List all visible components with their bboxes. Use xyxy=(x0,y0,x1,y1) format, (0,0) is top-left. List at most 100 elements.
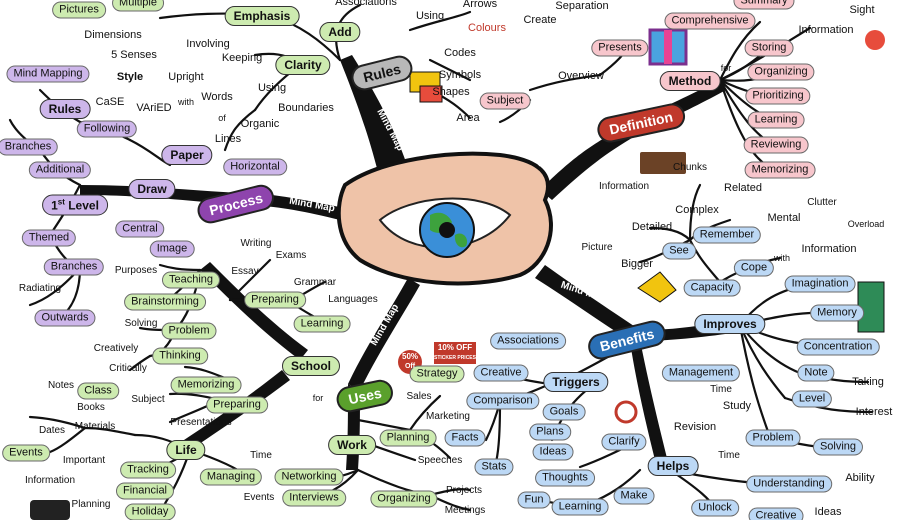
pill-storing[interactable]: Storing xyxy=(744,39,794,57)
target-icon xyxy=(614,400,638,424)
pill-clarify[interactable]: Clarify xyxy=(601,433,647,451)
pill-facts[interactable]: Facts xyxy=(444,429,486,447)
label-projects: Projects xyxy=(445,485,483,496)
pill-thinking[interactable]: Thinking xyxy=(152,347,208,365)
pill-imagination[interactable]: Imagination xyxy=(784,275,856,293)
pill-summary[interactable]: Summary xyxy=(733,0,795,10)
label-essay: Essay xyxy=(231,266,259,277)
pill-concentration[interactable]: Concentration xyxy=(796,338,880,356)
pill-financial[interactable]: Financial xyxy=(115,482,175,500)
pill-level[interactable]: Level xyxy=(791,390,833,408)
pill-memory[interactable]: Memory xyxy=(810,304,864,322)
label-dimensions: Dimensions xyxy=(84,29,142,41)
pill-memorizing-life[interactable]: Memorizing xyxy=(170,376,242,394)
label-ideas-right: Ideas xyxy=(814,506,842,518)
pill-make[interactable]: Make xyxy=(613,487,655,505)
pill-solving-right[interactable]: Solving xyxy=(812,438,864,456)
pill-central[interactable]: Central xyxy=(115,220,165,238)
pill-class[interactable]: Class xyxy=(77,382,119,400)
label-for-method: for xyxy=(720,63,732,73)
pill-brainstorming[interactable]: Brainstorming xyxy=(124,293,206,311)
pill-outwards[interactable]: Outwards xyxy=(34,309,96,327)
pill-fun[interactable]: Fun xyxy=(517,491,551,509)
pill-goals[interactable]: Goals xyxy=(542,403,586,421)
pill-interviews[interactable]: Interviews xyxy=(282,489,346,507)
pill-stats[interactable]: Stats xyxy=(474,458,514,476)
pill-comparison[interactable]: Comparison xyxy=(466,392,540,410)
label-related: Related xyxy=(724,182,762,194)
pill-branches-2[interactable]: Branches xyxy=(43,258,105,276)
label-sight: Sight xyxy=(849,4,875,16)
pill-subject[interactable]: Subject xyxy=(479,92,531,110)
label-clutter: Clutter xyxy=(807,197,837,208)
pill-creative-right[interactable]: Creative xyxy=(748,507,804,520)
pill-memorizing-top[interactable]: Memorizing xyxy=(744,161,816,179)
pill-remember[interactable]: Remember xyxy=(692,226,762,244)
node-life[interactable]: Life xyxy=(166,440,206,460)
pill-themed[interactable]: Themed xyxy=(21,229,77,247)
label-time-management: Time xyxy=(710,384,732,395)
pill-organizing[interactable]: Organizing xyxy=(747,63,815,81)
pill-note[interactable]: Note xyxy=(797,364,835,382)
pill-tracking[interactable]: Tracking xyxy=(120,461,176,479)
pill-ideas[interactable]: Ideas xyxy=(532,443,574,461)
pill-preparing[interactable]: Preparing xyxy=(244,291,306,309)
pill-learning-top[interactable]: Learning xyxy=(747,111,805,129)
node-draw[interactable]: Draw xyxy=(128,179,176,199)
node-add[interactable]: Add xyxy=(319,22,361,42)
pill-preparing-life[interactable]: Preparing xyxy=(206,396,268,414)
node-paper[interactable]: Paper xyxy=(161,145,213,165)
label-speeches: Speeches xyxy=(417,455,463,466)
pill-organizing-work[interactable]: Organizing xyxy=(370,490,438,508)
pill-networking[interactable]: Networking xyxy=(274,468,344,486)
pill-unlock[interactable]: Unlock xyxy=(691,499,739,517)
pill-cope[interactable]: Cope xyxy=(733,259,775,277)
pill-strategy[interactable]: Strategy xyxy=(409,365,465,383)
pill-multiple[interactable]: Multiple xyxy=(112,0,164,12)
pill-teaching[interactable]: Teaching xyxy=(161,271,221,289)
pill-mind-mapping[interactable]: Mind Mapping xyxy=(6,65,90,83)
pill-managing[interactable]: Managing xyxy=(199,468,263,486)
label-keeping: Keeping xyxy=(221,52,263,64)
pill-comprehensive[interactable]: Comprehensive xyxy=(664,12,756,30)
pill-management[interactable]: Management xyxy=(661,364,741,382)
pill-creative[interactable]: Creative xyxy=(473,364,529,382)
pill-horizontal[interactable]: Horizontal xyxy=(223,158,287,176)
label-books: Books xyxy=(77,402,105,413)
node-triggers[interactable]: Triggers xyxy=(543,372,609,392)
node-emphasis[interactable]: Emphasis xyxy=(224,6,300,26)
pill-associations[interactable]: Associations xyxy=(490,332,566,350)
pill-image[interactable]: Image xyxy=(149,240,195,258)
pill-understanding[interactable]: Understanding xyxy=(746,475,832,493)
pill-plans[interactable]: Plans xyxy=(529,423,571,441)
pill-thoughts[interactable]: Thoughts xyxy=(535,469,595,487)
label-bigger: Bigger xyxy=(621,258,653,270)
pill-reviewing[interactable]: Reviewing xyxy=(743,136,809,154)
pill-see[interactable]: See xyxy=(662,242,696,260)
node-rules-left[interactable]: Rules xyxy=(39,99,91,119)
label-associations-top: Associations xyxy=(335,0,397,8)
pill-prioritizing[interactable]: Prioritizing xyxy=(745,87,811,105)
pill-additional[interactable]: Additional xyxy=(28,161,92,179)
node-school[interactable]: School xyxy=(281,356,341,376)
node-work[interactable]: Work xyxy=(328,435,376,455)
branch-benefits xyxy=(535,265,640,342)
pill-presents[interactable]: Presents xyxy=(591,39,649,57)
pill-learning-bottom[interactable]: Learning xyxy=(551,498,609,516)
chocolate-bar xyxy=(640,152,686,174)
node-first-level[interactable]: 1st Level xyxy=(42,194,108,216)
pill-holiday[interactable]: Holiday xyxy=(124,503,176,520)
pill-problem-right[interactable]: Problem xyxy=(745,429,801,447)
pill-branches[interactable]: Branches xyxy=(0,138,59,156)
pill-learning-school[interactable]: Learning xyxy=(293,315,351,333)
pill-capacity[interactable]: Capacity xyxy=(683,279,741,297)
pill-following[interactable]: Following xyxy=(76,120,138,138)
node-helps[interactable]: Helps xyxy=(647,456,699,476)
pill-events-life[interactable]: Events xyxy=(2,444,50,462)
pill-pictures[interactable]: Pictures xyxy=(52,1,106,19)
pill-planning-work[interactable]: Planning xyxy=(379,429,437,447)
pill-problem-school[interactable]: Problem xyxy=(161,322,217,340)
node-clarity[interactable]: Clarity xyxy=(275,55,331,75)
node-method[interactable]: Method xyxy=(659,71,721,91)
node-improves[interactable]: Improves xyxy=(694,314,766,334)
